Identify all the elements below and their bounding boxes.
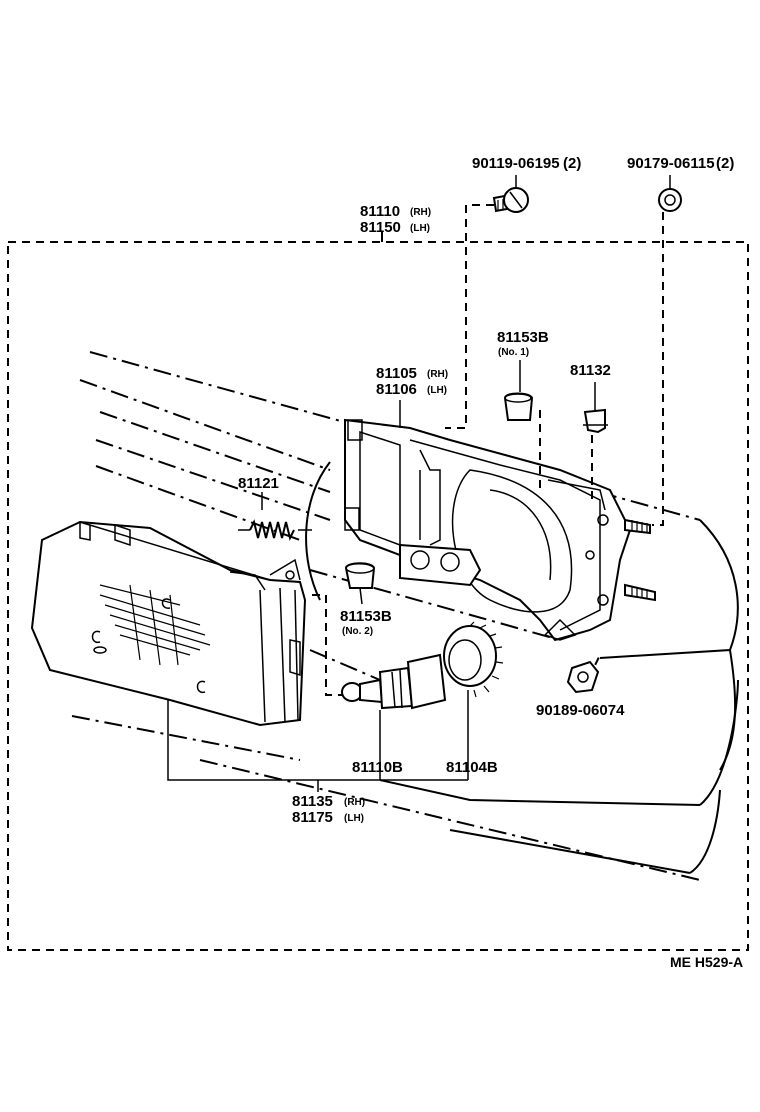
label-unit-rh-tag: (RH) <box>410 207 431 218</box>
retaining-ring[interactable] <box>443 621 504 780</box>
label-nut-bottom-number: 90189-06074 <box>536 702 625 719</box>
vehicle-body-outline <box>71 351 739 881</box>
bulb-holder <box>399 543 482 587</box>
nut-top[interactable] <box>658 175 682 212</box>
label-lens-rh-tag: (RH) <box>344 797 365 808</box>
headlamp-housing[interactable] <box>344 418 632 642</box>
label-lens-rh: 81135 <box>292 793 333 810</box>
headlamp-lens[interactable] <box>30 520 307 727</box>
label-housing-lh: 81106 <box>376 381 417 398</box>
label-unit-lh: 81150 <box>360 219 401 236</box>
label-lens-lh: 81175 <box>292 809 333 826</box>
retainer-clip[interactable] <box>583 408 608 434</box>
label-unit-rh: 81110 <box>360 203 400 220</box>
halogen-bulb[interactable] <box>341 653 447 780</box>
label-lens-lh-tag: (LH) <box>344 813 364 824</box>
label-socket-no2-number: 81153B <box>340 608 392 625</box>
label-socket-no2-note: (No. 2) <box>342 626 373 637</box>
adjuster-screw-upper[interactable] <box>624 518 651 535</box>
socket-no2[interactable] <box>344 562 376 605</box>
label-socket-no1-number: 81153B <box>497 329 549 346</box>
adjuster-spring[interactable] <box>238 492 312 541</box>
label-retainer-number: 81132 <box>570 362 611 379</box>
adjuster-screw-lower[interactable] <box>624 583 656 602</box>
label-housing-rh-tag: (RH) <box>427 369 448 380</box>
socket-no1[interactable] <box>503 392 534 421</box>
label-screw-number: 90119-06195 <box>472 155 560 172</box>
label-nut-top-number: 90179-06115 <box>627 155 715 172</box>
part-labels: 90119-06195 (2) 90179-06115 (2) 81110 (R… <box>238 155 743 970</box>
label-reference-code: ME H529-A <box>670 954 743 970</box>
callout-brackets <box>167 700 468 792</box>
label-ring-number: 81104B <box>446 759 498 776</box>
label-spring-number: 81121 <box>238 475 279 492</box>
assembly-frame <box>7 232 749 951</box>
label-housing-lh-tag: (LH) <box>427 385 447 396</box>
nut-bottom[interactable] <box>566 660 600 694</box>
label-bulb-number: 81110B <box>352 759 403 776</box>
label-socket-no1-note: (No. 1) <box>498 347 529 358</box>
screw-top[interactable] <box>492 175 529 213</box>
label-screw-qty: (2) <box>563 155 581 172</box>
label-unit-lh-tag: (LH) <box>410 223 430 234</box>
label-housing-rh: 81105 <box>376 365 417 382</box>
label-nut-top-qty: (2) <box>716 155 734 172</box>
